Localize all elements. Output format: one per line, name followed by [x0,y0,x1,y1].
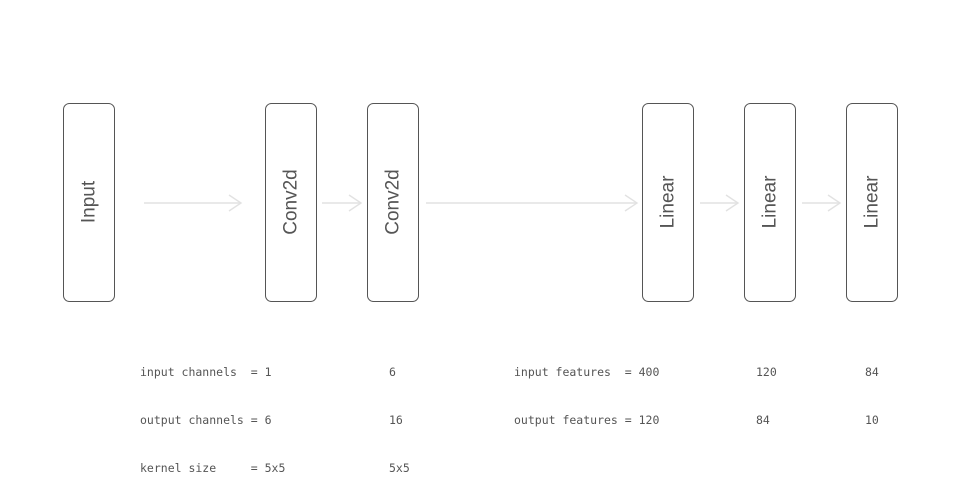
layer-label-conv2d-1: Conv2d [281,169,302,235]
linear2-param-input-features: 120 [756,365,777,379]
layer-label-conv2d-2: Conv2d [383,169,404,235]
layer-input: Input [63,103,115,302]
connector-linear1-linear2 [700,194,740,212]
layer-label-linear-2: Linear [760,175,781,228]
connector-conv2-linear1 [426,194,639,212]
linear1-param-output-features: output features = 120 [514,413,660,427]
conv-param-input-channels: input channels = 1 [140,365,272,379]
network-diagram: Input Conv2d Conv2d Linear Linear Linear [63,103,898,302]
linear3-params-block: 84 10 [865,332,879,444]
conv-param-kernel-size: kernel size = 5x5 [140,461,286,475]
connector-linear2-linear3 [802,194,842,212]
linear1-params-block: input features = 400 output features = 1… [514,332,659,444]
connector-conv1-conv2 [322,194,363,212]
linear3-param-input-features: 84 [865,365,879,379]
conv2-params-block: 6 16 5x5 [389,332,410,492]
connector-input-conv1 [144,194,243,212]
conv2-param-output-channels: 16 [389,413,403,427]
linear2-param-output-features: 84 [756,413,770,427]
conv2-param-input-channels: 6 [389,365,396,379]
layer-linear-3: Linear [846,103,898,302]
layer-linear-1: Linear [642,103,694,302]
layer-label-linear-3: Linear [862,175,883,228]
layer-conv2d-2: Conv2d [367,103,419,302]
layer-linear-2: Linear [744,103,796,302]
conv2-param-kernel-size: 5x5 [389,461,410,475]
layer-label-input: Input [79,180,100,223]
layer-conv2d-1: Conv2d [265,103,317,302]
conv-param-output-channels: output channels = 6 [140,413,272,427]
linear1-param-input-features: input features = 400 [514,365,660,379]
linear3-param-output-features: 10 [865,413,879,427]
linear2-params-block: 120 84 [756,332,777,444]
layer-label-linear-1: Linear [658,175,679,228]
conv-params-block: input channels = 1 output channels = 6 k… [140,332,285,492]
